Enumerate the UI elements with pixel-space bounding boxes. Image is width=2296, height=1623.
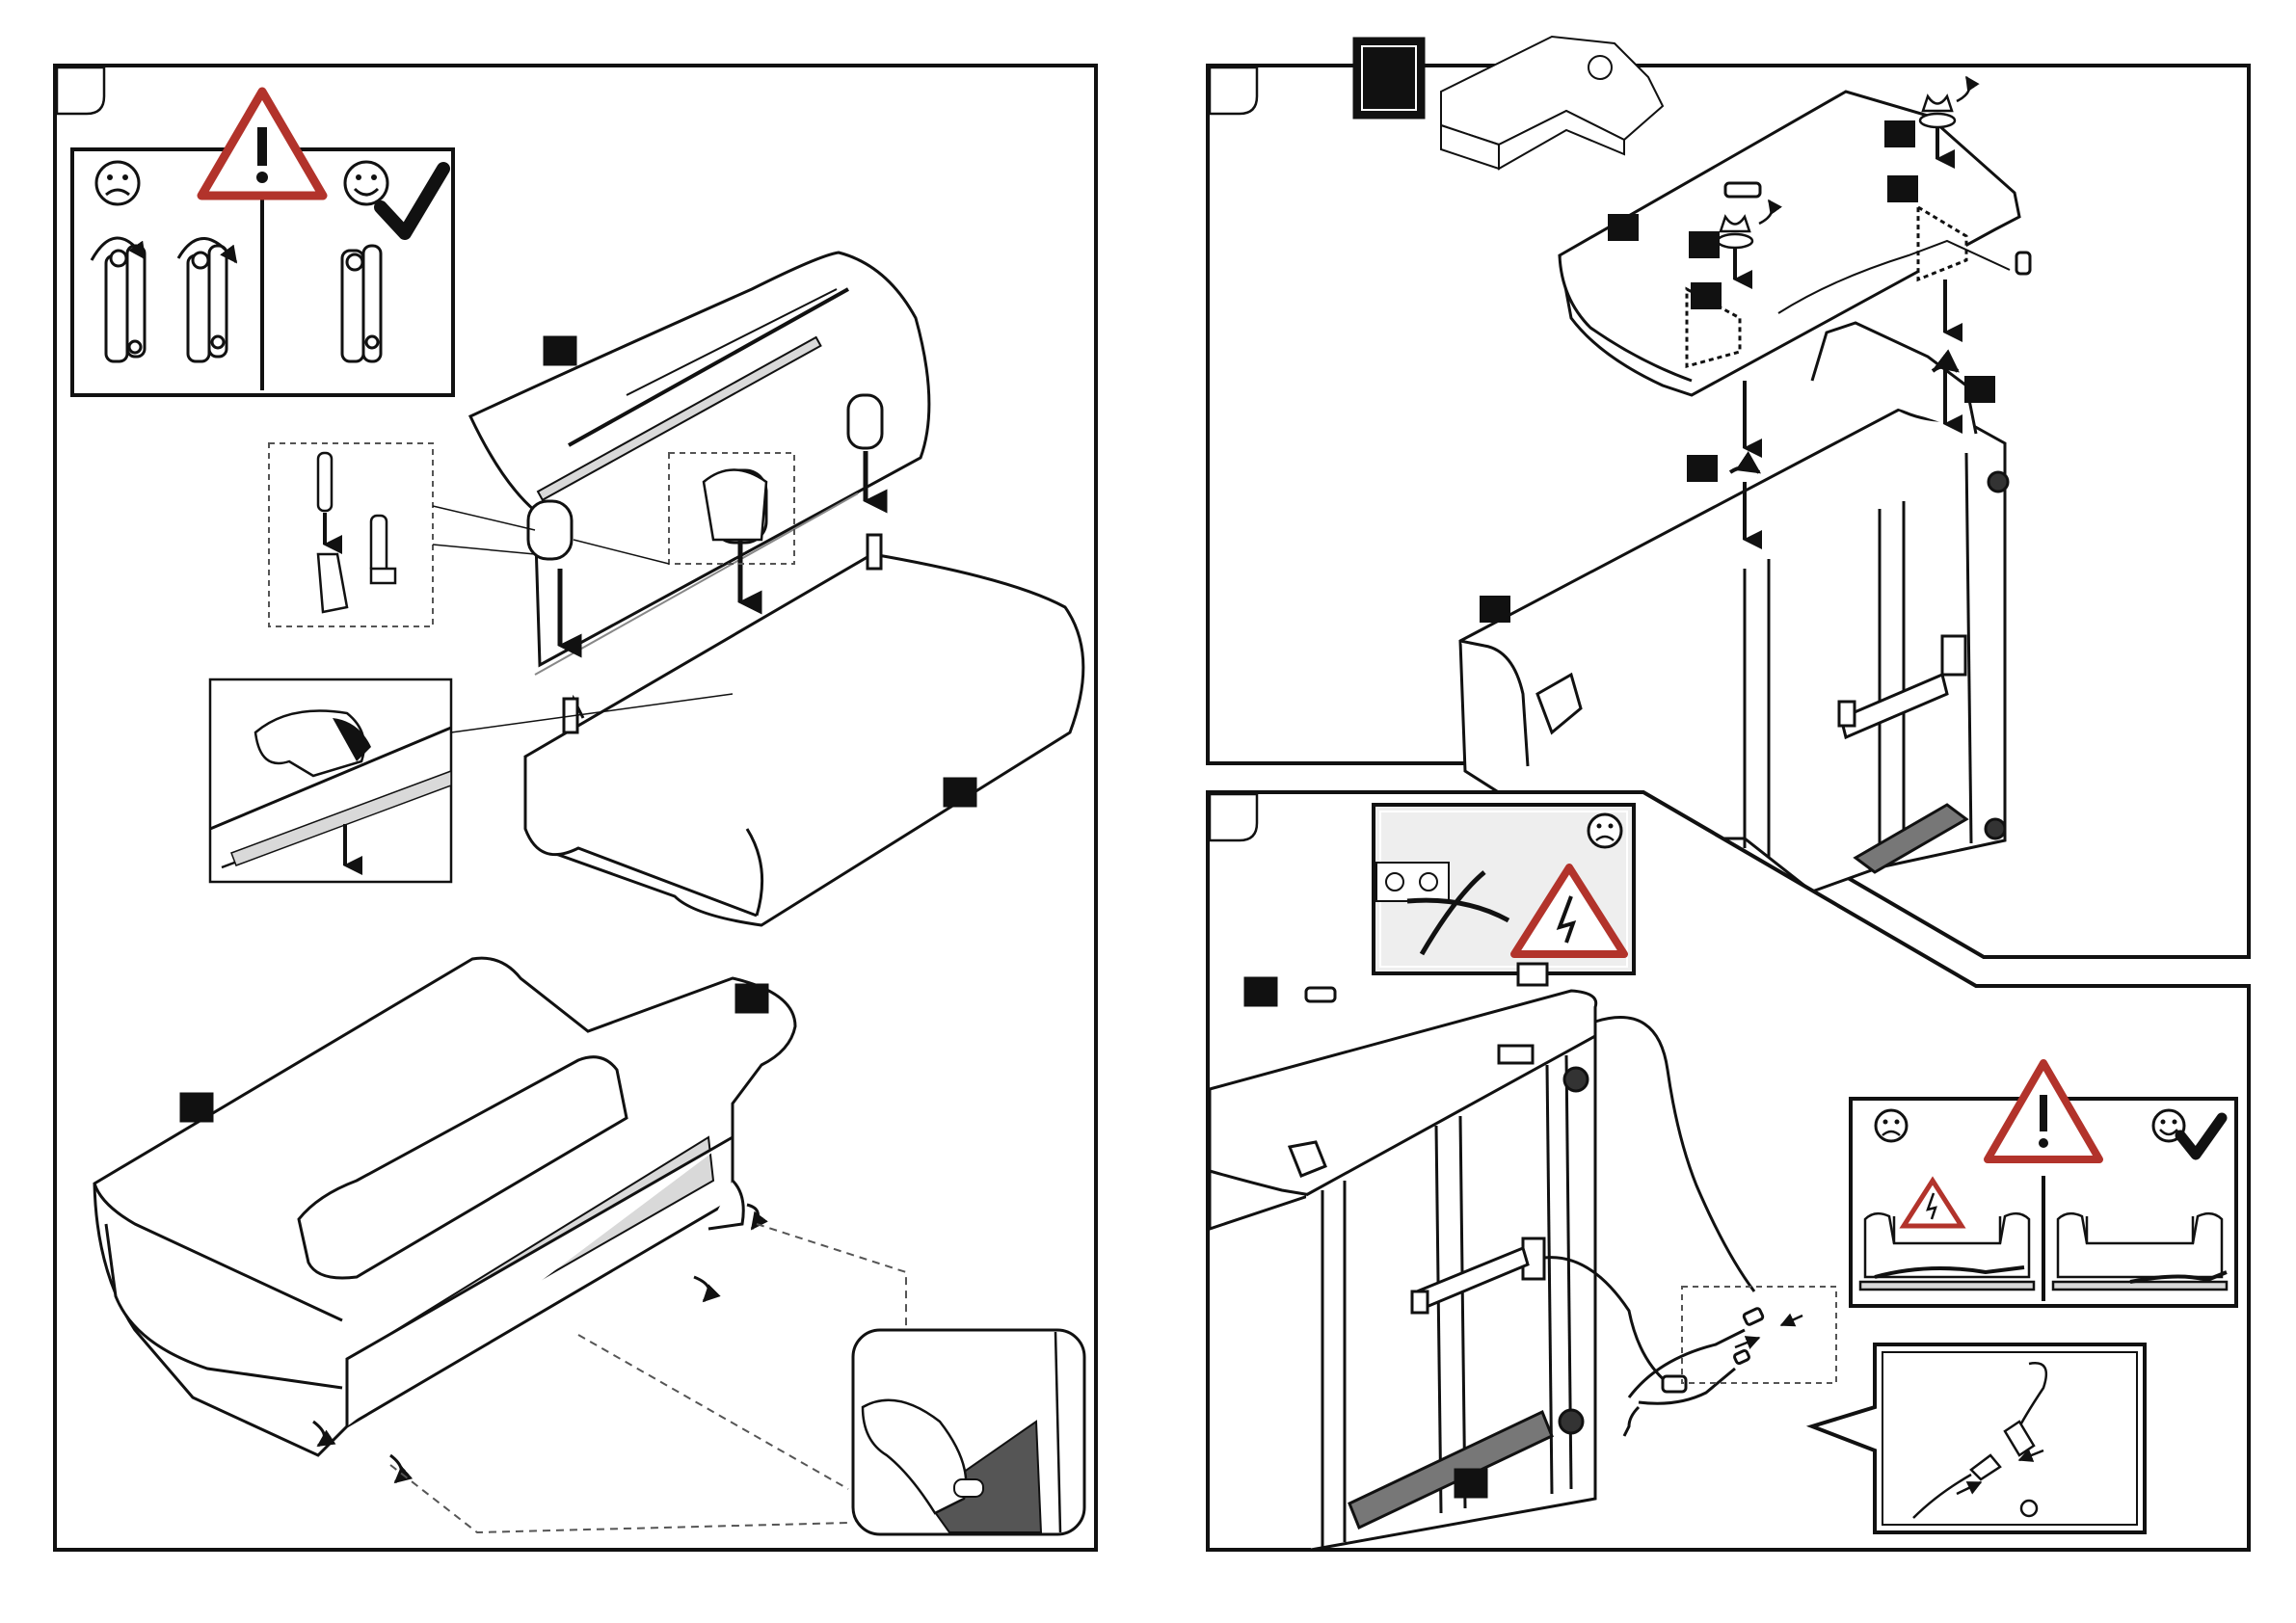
label-marker bbox=[1884, 120, 1915, 147]
sad-face-icon bbox=[96, 162, 139, 204]
step-tab bbox=[57, 67, 104, 114]
label-marker bbox=[1689, 231, 1720, 258]
hinge-correct bbox=[342, 246, 381, 361]
label-marker bbox=[1887, 175, 1918, 202]
step-tab bbox=[1210, 67, 1257, 114]
header-box bbox=[1354, 39, 1424, 118]
foot-zoom-box bbox=[853, 1330, 1084, 1534]
label-marker bbox=[1455, 1470, 1486, 1497]
label-marker bbox=[1691, 282, 1722, 309]
label-marker bbox=[1964, 376, 1995, 403]
happy-face-icon bbox=[345, 162, 387, 204]
label-marker bbox=[736, 985, 767, 1012]
sad-face-icon bbox=[1876, 1110, 1907, 1141]
label-marker bbox=[181, 1094, 212, 1121]
sad-face-icon bbox=[1589, 814, 1621, 847]
socket-warning-box bbox=[1374, 805, 1634, 973]
cable-warning-box bbox=[1851, 1063, 2236, 1306]
label-marker bbox=[1245, 978, 1276, 1005]
step-tab bbox=[1210, 794, 1257, 840]
label-marker bbox=[945, 779, 975, 806]
label-marker bbox=[1687, 455, 1718, 482]
label-marker bbox=[1480, 596, 1510, 623]
label-marker bbox=[545, 337, 575, 364]
panel-left bbox=[55, 66, 1096, 1550]
label-marker bbox=[1608, 214, 1639, 241]
